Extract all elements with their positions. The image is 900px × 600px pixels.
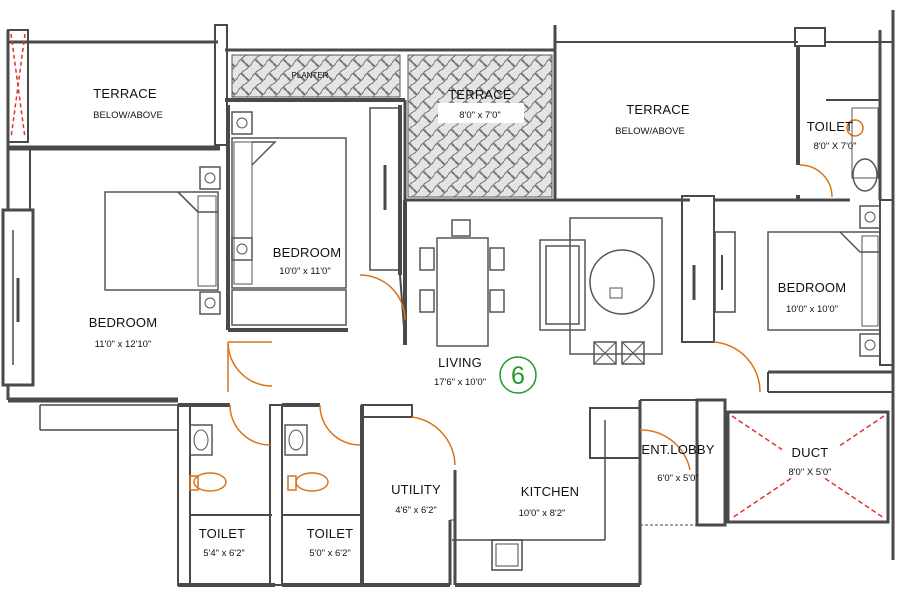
bed-left [104,166,221,315]
room-toilet-a: TOILET 5'4" x 6'2" [199,526,245,559]
room-dims: 5'0" x 6'2" [309,548,351,559]
room-name: UTILITY [391,482,441,497]
room-ent-lobby: ENT.LOBBY 6'0" x 5'0" [641,442,714,484]
room-name: BEDROOM [778,280,847,295]
room-bedroom-mid: BEDROOM 10'0" x 11'0" [273,245,342,277]
room-dims: 8'0" X 5'0" [788,467,831,478]
room-name: TOILET [199,526,245,541]
room-terrace-left: TERRACE BELOW/ABOVE [93,86,163,121]
bed-mid [231,111,347,326]
room-name: TERRACE [626,102,690,117]
room-name: BEDROOM [89,315,158,330]
unit-badge: 6 [499,356,537,394]
room-living: LIVING 17'6" x 10'0" [434,355,486,388]
room-name: LIVING [438,355,482,370]
room-bedroom-right: BEDROOM 10'0" x 10'0" [778,280,847,315]
terrace-hatch [407,54,553,198]
room-toilet-b: TOILET 5'0" x 6'2" [307,526,353,559]
window-left-bedroom [12,230,20,365]
toilet-b-fixtures [284,424,329,492]
room-name: TOILET [807,119,853,134]
terrace-label-bg [438,103,524,123]
toilet-top-fixtures [846,107,879,192]
dining-table [419,219,505,347]
room-terrace-mid: TERRACE 8'0" x 7'0" [448,87,512,121]
room-terrace-right: TERRACE BELOW/ABOVE [615,102,690,137]
room-utility: UTILITY 4'6" x 6'2" [391,482,441,516]
room-dims: 10'0" x 8'2" [519,508,566,519]
room-name: DUCT [792,445,829,460]
room-dims: 17'6" x 10'0" [434,377,486,388]
room-name: BEDROOM [273,245,342,260]
room-dims: 8'0" X 7'0" [813,141,856,152]
walls [1,10,895,587]
room-duct: DUCT 8'0" X 5'0" [788,445,831,478]
room-dims: BELOW/ABOVE [615,126,685,137]
room-dims: 10'0" x 10'0" [786,304,838,315]
window-left-top [7,29,29,143]
room-bedroom-left: BEDROOM 11'0" x 12'10" [89,315,158,350]
bed-right [767,205,881,357]
planter-hatch [231,54,401,98]
door-swings [227,164,833,471]
room-name: PLANTER [292,71,329,80]
duct-label-bg [782,442,840,478]
room-kitchen: KITCHEN 10'0" x 8'2" [519,484,579,519]
room-toilet-top: TOILET 8'0" X 7'0" [807,119,857,152]
room-dims: 11'0" x 12'10" [95,339,152,350]
wardrobe-right [692,231,736,313]
room-name: TERRACE [93,86,157,101]
room-planter: PLANTER [292,71,329,80]
room-name: ENT.LOBBY [641,442,714,457]
room-name: TERRACE [448,87,512,102]
room-dims: 6'0" x 5'0" [657,473,699,484]
unit-number: 6 [511,362,525,390]
living-sofa-set [539,217,663,365]
room-name: TOILET [307,526,353,541]
room-dims: 5'4" x 6'2" [203,548,245,559]
room-dims: 4'6" x 6'2" [395,505,437,516]
room-name: KITCHEN [521,484,579,499]
room-dims: BELOW/ABOVE [93,110,163,121]
room-dims: 8'0" x 7'0" [459,110,501,121]
toilet-a-fixtures [189,424,227,492]
room-dims: 10'0" x 11'0" [279,266,330,277]
